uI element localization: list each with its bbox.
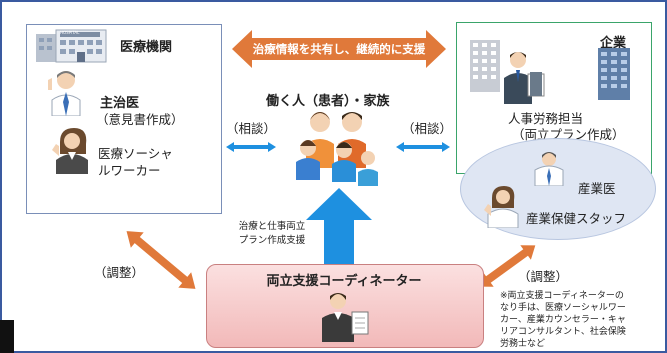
hospital-icon: [34, 28, 110, 64]
social-worker-icon: [50, 126, 90, 174]
note-line4: リアコンサルタント、社会保険: [500, 327, 626, 337]
occupational-staff-icon: [484, 184, 520, 228]
consult-right-label: （相談）: [402, 121, 453, 136]
doctor-sublabel: （意見書作成）: [96, 112, 184, 127]
note-line5: 労務士など: [500, 339, 546, 349]
coordinator-icon: [316, 290, 372, 342]
hospital-sign: HOSPITAL: [60, 30, 80, 35]
consult-left-label: （相談）: [226, 121, 277, 136]
support-label-line2: プラン作成支援: [238, 235, 306, 246]
consult-arrow-left: [226, 142, 276, 152]
coordinator-note: ※両立支援コーディネーターの なり手は、医療ソーシャルワー カー、産業カウンセラ…: [500, 290, 664, 350]
consult-arrow-right: [396, 142, 450, 152]
occupational-doctor-label: 産業医: [578, 181, 616, 196]
note-line3: カー、産業カウンセラー・キャ: [500, 315, 626, 325]
msw-label-line2: ルワーカー: [98, 163, 161, 178]
adjust-arrow-left: [118, 222, 204, 298]
doctor-icon: [44, 68, 84, 116]
coordinator-title: 両立支援コーディネーター: [266, 274, 422, 289]
corner-mark: [0, 320, 14, 353]
occupational-staff-label: 産業保健スタッフ: [526, 211, 627, 226]
adjust-right-label: （調整）: [518, 269, 569, 284]
information-sharing-arrow: [232, 30, 446, 68]
office-building-left-icon: [470, 40, 500, 92]
medical-title: 医療機関: [120, 40, 173, 55]
adjust-arrow-right: [474, 238, 540, 294]
note-line1: ※両立支援コーディネーターの: [500, 291, 624, 301]
occupational-doctor-icon: [532, 150, 566, 186]
hr-label-line1: 人事労務担当: [508, 111, 584, 126]
support-label-line1: 治療と仕事両立: [238, 221, 306, 232]
note-line2: なり手は、医療ソーシャルワー: [500, 303, 626, 313]
family-icon: [292, 108, 382, 188]
msw-label-line1: 医療ソーシャ: [98, 146, 173, 161]
company-title: 企業: [600, 36, 627, 51]
office-building-right-icon: [598, 48, 630, 100]
adjust-left-label: （調整）: [94, 265, 145, 280]
information-sharing-label: 治療情報を共有し、継続的に支援: [252, 42, 426, 56]
worker-family-title: 働く人（患者）・家族: [266, 94, 390, 109]
hr-staff-icon: [500, 50, 546, 104]
doctor-label: 主治医: [100, 96, 140, 111]
support-up-arrow: [306, 188, 372, 264]
